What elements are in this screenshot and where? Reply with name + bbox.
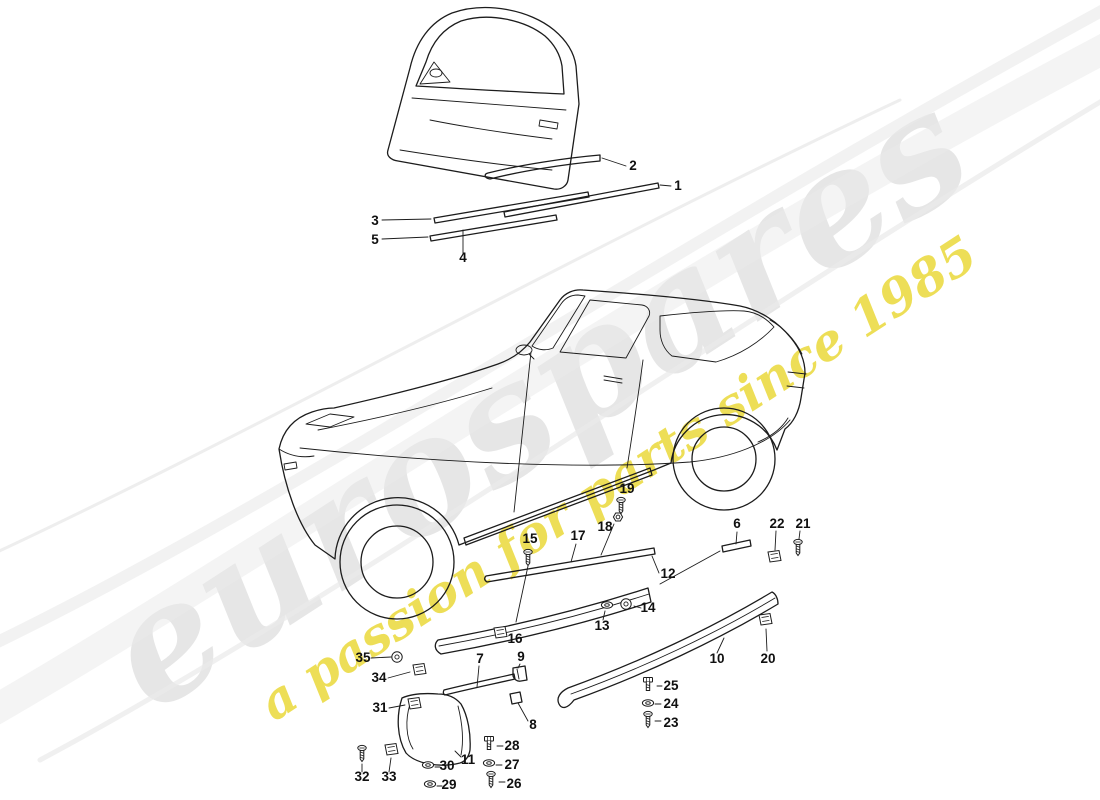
part-callout-1[interactable]: 1 <box>674 178 682 193</box>
washer-icon-13 <box>600 601 614 609</box>
clip-icon-34 <box>412 663 427 676</box>
part-callout-34[interactable]: 34 <box>371 670 387 685</box>
part-callout-25[interactable]: 25 <box>663 678 679 693</box>
car-side-view <box>278 289 807 620</box>
part-callout-22[interactable]: 22 <box>769 516 784 531</box>
clip-icon-22 <box>767 550 782 563</box>
part-callout-5[interactable]: 5 <box>371 232 379 247</box>
washer-icon-27 <box>482 759 496 767</box>
part-callout-6[interactable]: 6 <box>733 516 741 531</box>
grommet-icon-14 <box>620 598 632 610</box>
screw-icon-26 <box>486 770 496 788</box>
part-callout-15[interactable]: 15 <box>522 531 538 546</box>
part-callout-4[interactable]: 4 <box>459 250 467 265</box>
part-callout-18[interactable]: 18 <box>597 519 613 534</box>
front-sill-parts <box>357 651 529 788</box>
part-callout-28[interactable]: 28 <box>504 738 520 753</box>
part-callout-13[interactable]: 13 <box>594 618 610 633</box>
grommet-icon-35 <box>391 651 403 663</box>
screw-icon-19 <box>616 496 626 514</box>
background-swoosh-curves <box>0 4 1100 763</box>
part-callout-35[interactable]: 35 <box>355 650 371 665</box>
part-callout-20[interactable]: 20 <box>760 651 775 666</box>
part-callout-32[interactable]: 32 <box>354 769 369 784</box>
part-callout-16[interactable]: 16 <box>507 631 523 646</box>
clip-icon-20 <box>758 613 773 626</box>
screw-icon-15 <box>523 548 533 566</box>
bolt-icon-25 <box>643 677 653 691</box>
part-callout-2[interactable]: 2 <box>629 158 637 173</box>
door-trim-strips <box>381 154 672 255</box>
part-callout-12[interactable]: 12 <box>660 566 675 581</box>
door-illustration <box>386 7 580 190</box>
nut-icon-18 <box>612 512 624 522</box>
part-callout-30[interactable]: 30 <box>439 758 454 773</box>
clip-icon-33 <box>384 743 399 756</box>
part-callout-33[interactable]: 33 <box>381 769 397 784</box>
part-callout-26[interactable]: 26 <box>506 776 522 791</box>
washer-icon-29 <box>423 780 437 788</box>
part-callout-21[interactable]: 21 <box>795 516 811 531</box>
screw-icon-32 <box>357 744 367 762</box>
washer-icon-30 <box>421 761 435 769</box>
part-callout-19[interactable]: 19 <box>619 481 634 496</box>
clip-icon-31 <box>407 697 422 710</box>
part-callout-24[interactable]: 24 <box>663 696 679 711</box>
sill-moulding-parts <box>434 496 803 728</box>
screw-icon-21 <box>793 538 803 556</box>
part-callout-23[interactable]: 23 <box>663 715 679 730</box>
washer-icon-24 <box>641 699 655 707</box>
part-callout-29[interactable]: 29 <box>441 777 456 792</box>
part-callout-17[interactable]: 17 <box>570 528 585 543</box>
bolt-icon-28 <box>484 736 494 750</box>
part-callout-11[interactable]: 11 <box>461 752 476 767</box>
trim-strip-leaders <box>381 157 672 255</box>
part-callout-10[interactable]: 10 <box>709 651 724 666</box>
part-callout-3[interactable]: 3 <box>371 213 379 228</box>
part-callout-9[interactable]: 9 <box>517 649 525 664</box>
clip-icon-16 <box>493 626 508 639</box>
part-callout-27[interactable]: 27 <box>504 757 519 772</box>
part-callout-7[interactable]: 7 <box>476 651 484 666</box>
screw-icon-23 <box>643 710 653 728</box>
part-callout-31[interactable]: 31 <box>372 700 388 715</box>
part-callout-14[interactable]: 14 <box>640 600 656 615</box>
part-callout-8[interactable]: 8 <box>529 717 537 732</box>
